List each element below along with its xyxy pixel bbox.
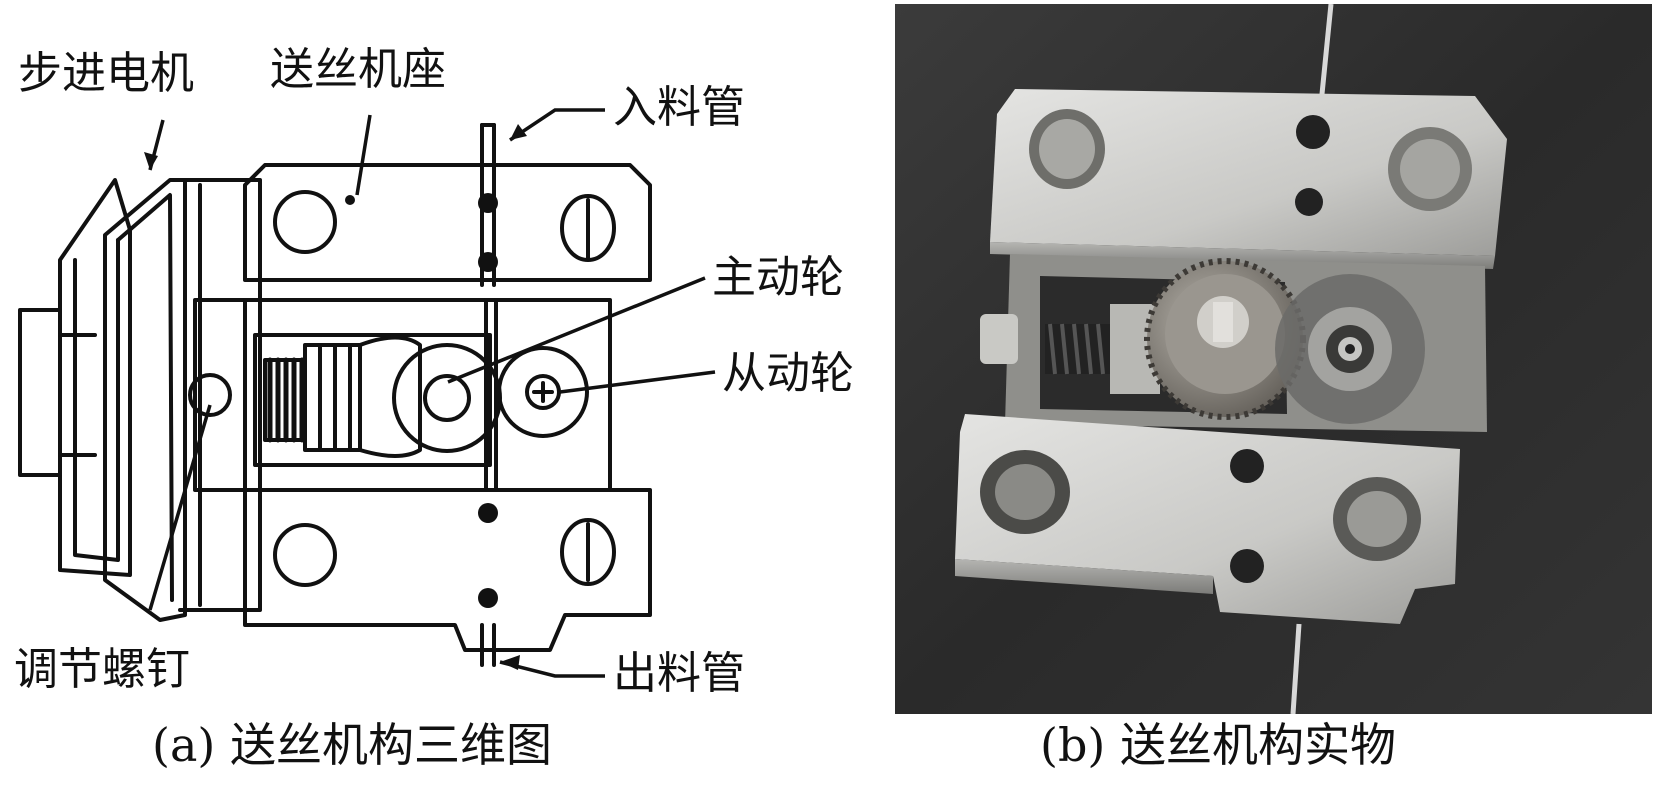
- motor-front-plate: [103, 178, 187, 622]
- label-outlet-tube: 出料管: [613, 648, 745, 699]
- leader-adjust-screw: [148, 404, 212, 611]
- motor-shaft-stub: [18, 308, 62, 477]
- label-drive-wheel: 主动轮: [712, 252, 844, 303]
- top-block: [243, 163, 652, 282]
- leader-inlet-tube: [509, 108, 605, 142]
- motor-back-plate: [58, 178, 132, 577]
- middle-frame: [193, 298, 247, 492]
- bottom-right-hole: [560, 518, 616, 586]
- leader-drive-wheel: [447, 276, 706, 384]
- leader-feed-base: [355, 114, 372, 196]
- label-driven-wheel: 从动轮: [722, 348, 854, 399]
- bottom-left-hole: [273, 523, 337, 587]
- label-feed-base: 送丝机座: [270, 44, 446, 95]
- caption-b: (b) 送丝机构实物: [1040, 718, 1396, 772]
- top-left-hole: [273, 190, 337, 254]
- drive-wheel-body: [358, 335, 422, 458]
- label-adjust-screw: 调节螺钉: [14, 644, 190, 695]
- adjust-screw-head: [188, 373, 232, 417]
- label-inlet-tube: 入料管: [613, 82, 745, 133]
- outlet-tube: [480, 623, 496, 667]
- label-stepper-motor: 步进电机: [18, 48, 194, 99]
- extruder-3d-drawing: [18, 108, 716, 678]
- leader-driven-wheel: [559, 370, 716, 394]
- extruder-photo: [895, 4, 1652, 714]
- caption-a: (a) 送丝机构三维图: [152, 718, 552, 772]
- bottom-block: [243, 488, 652, 652]
- driven-wheel: [497, 346, 589, 438]
